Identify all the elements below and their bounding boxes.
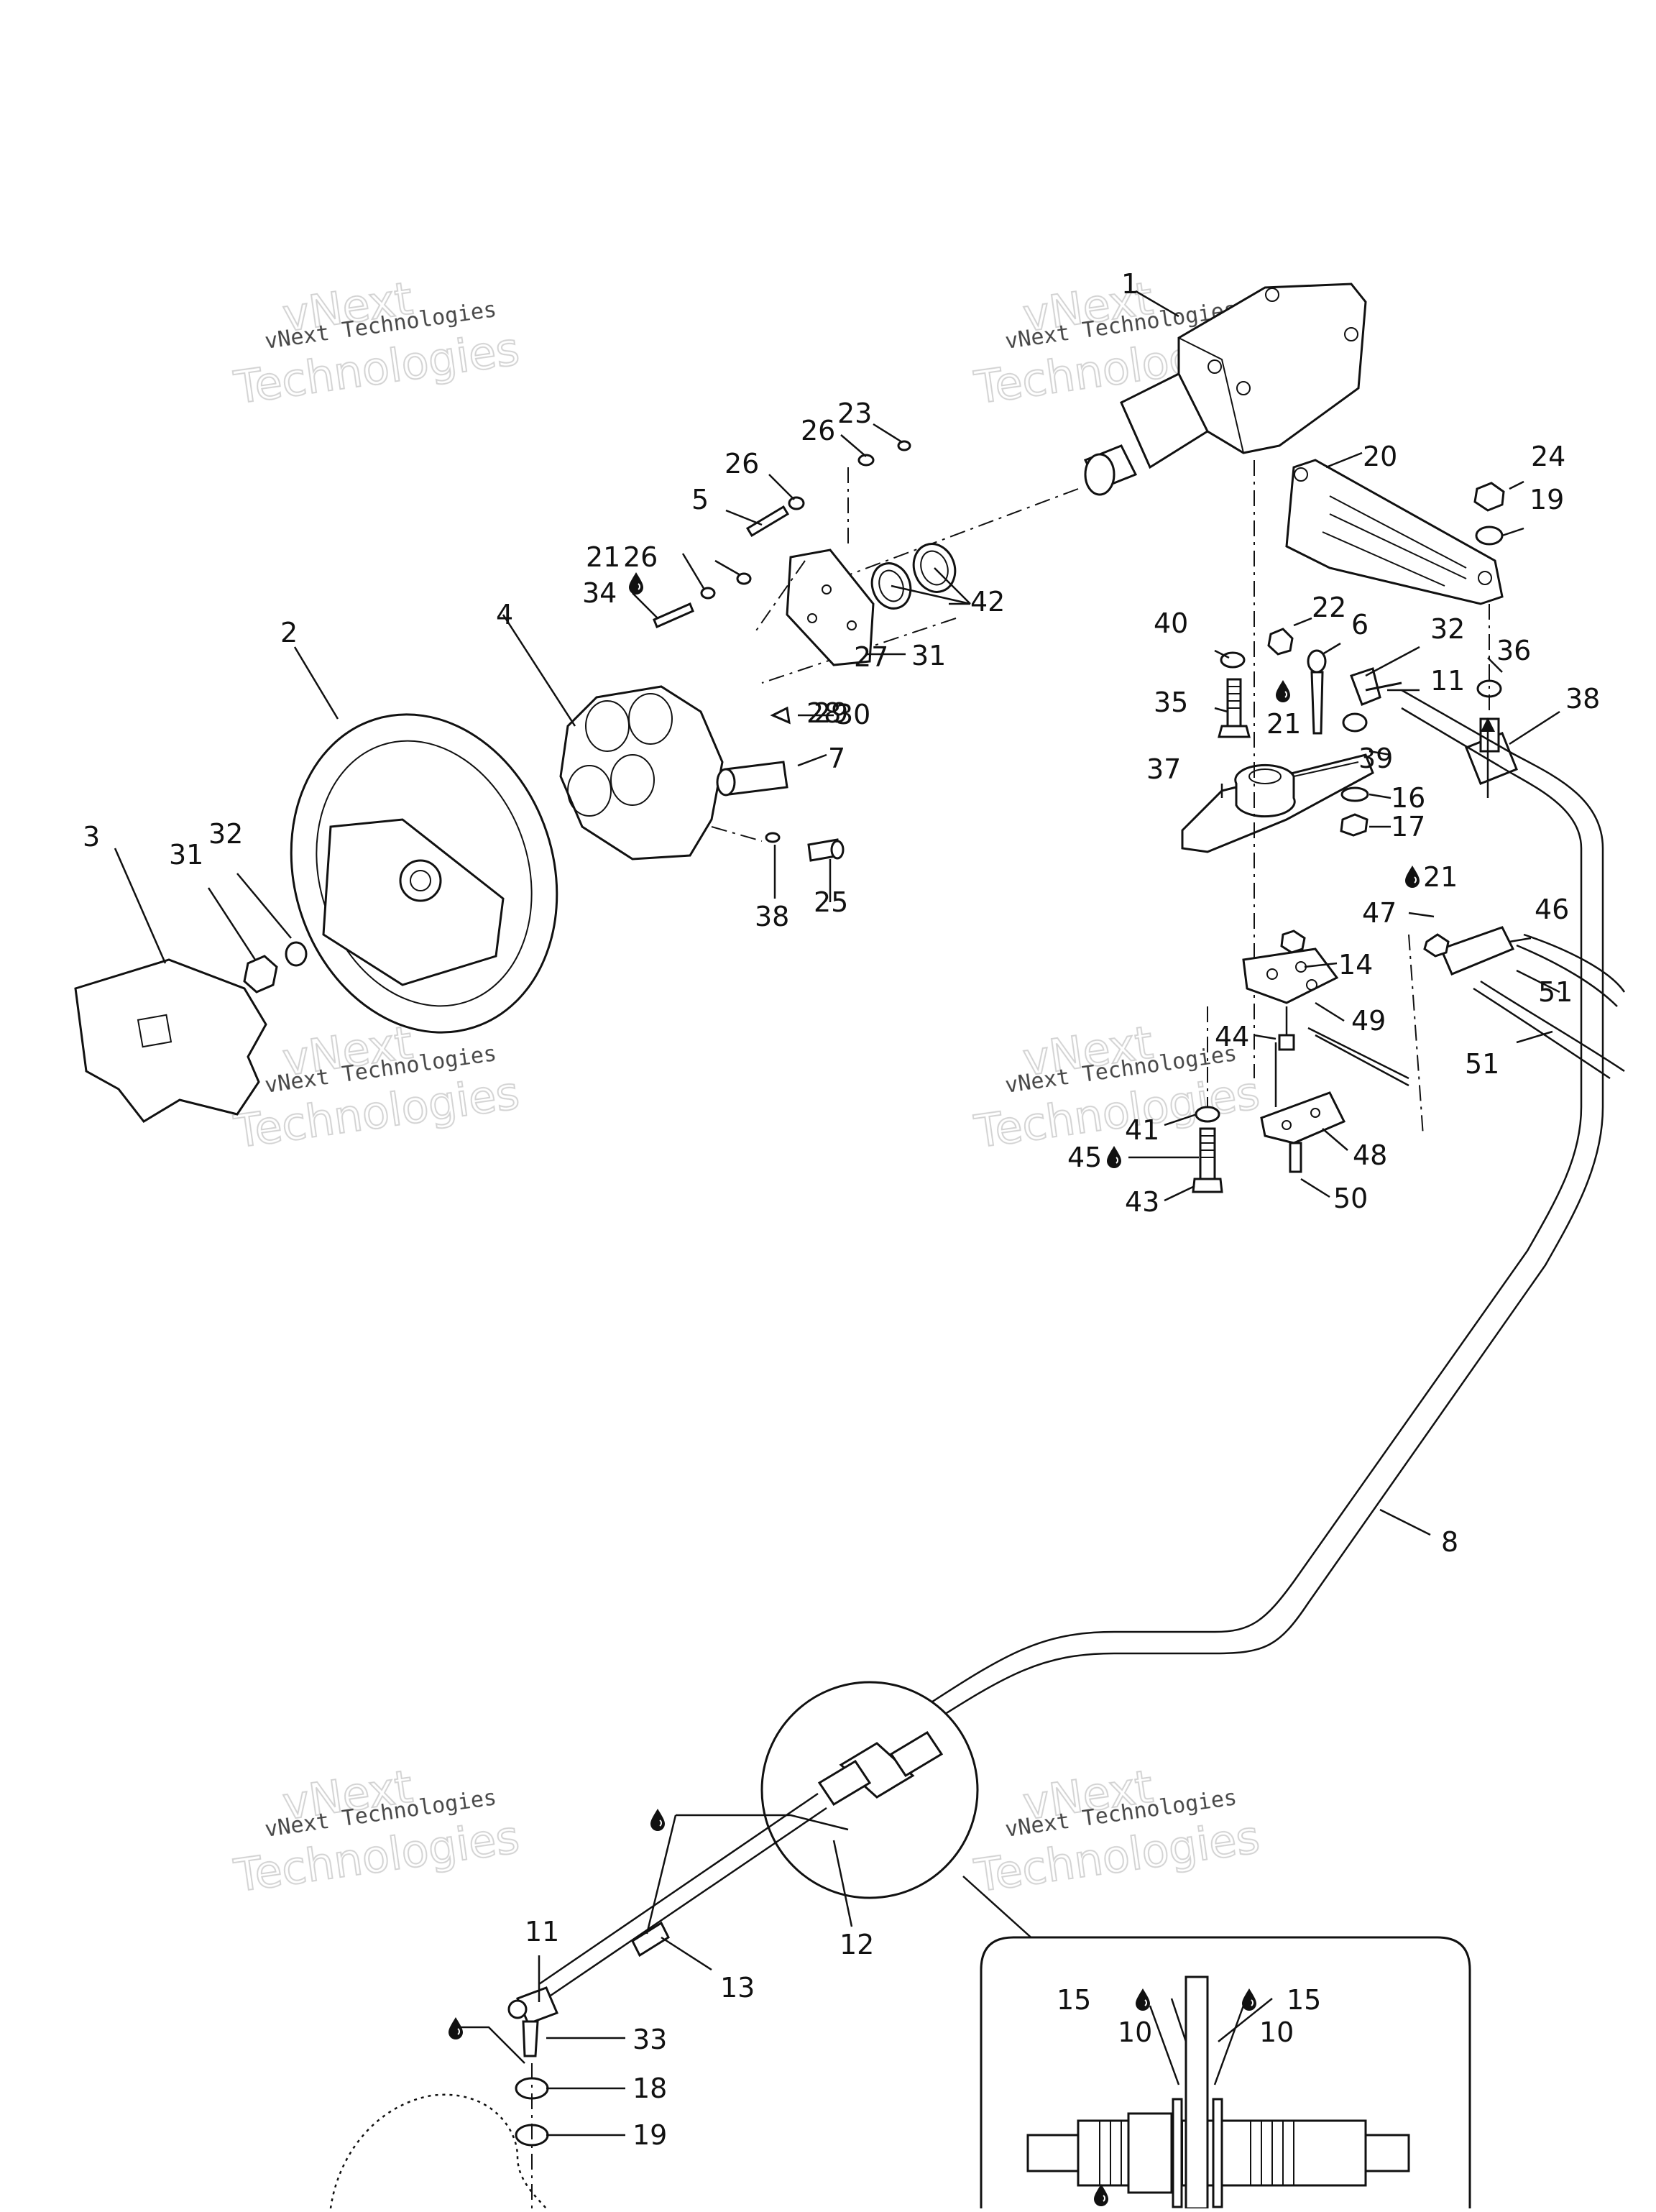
callout: 10 bbox=[1259, 2016, 1294, 2048]
cable-clamp-43 bbox=[1423, 926, 1515, 976]
callout: 11 bbox=[525, 1916, 559, 1947]
seal-rings bbox=[870, 543, 957, 610]
callout: 42 bbox=[970, 586, 1005, 618]
cable-bracket-46 bbox=[1242, 947, 1339, 1004]
callout: 31 bbox=[911, 640, 946, 671]
watermark: vNext vNext Technologies Technologies vN… bbox=[230, 271, 1264, 1903]
steering-housing bbox=[1083, 283, 1367, 496]
cable-end-lower bbox=[507, 1986, 558, 2147]
callout: 48 bbox=[1353, 1139, 1387, 1171]
callout: 10 bbox=[1118, 2016, 1152, 2048]
callout: 21 bbox=[586, 541, 620, 573]
callout: 51 bbox=[1538, 976, 1573, 1008]
pin bbox=[1310, 671, 1324, 735]
callout: 40 bbox=[1154, 607, 1188, 639]
callout: 49 bbox=[1351, 1005, 1386, 1037]
callout: 50 bbox=[1333, 1183, 1368, 1214]
cable-fitting bbox=[817, 1730, 944, 1807]
fasteners-left bbox=[716, 706, 845, 862]
callout: 27 bbox=[854, 641, 888, 673]
callout: 25 bbox=[814, 886, 848, 918]
callout: 33 bbox=[632, 2024, 667, 2055]
hub-cover bbox=[74, 958, 267, 1123]
screw-47 bbox=[1289, 1142, 1302, 1173]
callout: 21 bbox=[1266, 708, 1301, 740]
callout: 16 bbox=[1391, 782, 1425, 814]
clip-41 bbox=[1278, 1034, 1295, 1051]
callout: 11 bbox=[1430, 665, 1465, 697]
callout: 51 bbox=[1465, 1048, 1499, 1080]
callout-labels: 1 2 3 4 5 6 7 8 10 10 11 11 12 13 14 15 … bbox=[83, 268, 1600, 2151]
callout: 26 bbox=[623, 541, 658, 573]
callout: 5 bbox=[691, 484, 709, 515]
callout: 32 bbox=[208, 818, 243, 850]
callout: 15 bbox=[1057, 1984, 1091, 2016]
nut-14 bbox=[1280, 930, 1306, 954]
callout: 32 bbox=[1430, 613, 1465, 645]
leader-lines bbox=[114, 290, 1560, 2137]
callout: 19 bbox=[632, 2119, 667, 2151]
mounting-plate bbox=[786, 549, 875, 666]
instrument-console bbox=[559, 685, 724, 861]
callout: 26 bbox=[801, 415, 835, 446]
bracket-lower bbox=[1181, 753, 1374, 853]
washer-19 bbox=[1475, 526, 1504, 546]
callout: 15 bbox=[1287, 1984, 1321, 2016]
callout: 6 bbox=[1351, 609, 1368, 641]
sleeve-13 bbox=[631, 1921, 670, 1958]
bolt-32 bbox=[1218, 678, 1251, 738]
callout: 34 bbox=[582, 577, 617, 609]
callout: 31 bbox=[169, 839, 203, 871]
callout: 38 bbox=[755, 901, 789, 932]
nut-17 bbox=[1340, 813, 1368, 837]
callout: 19 bbox=[1530, 484, 1564, 515]
callout: 3 bbox=[83, 821, 100, 853]
callout: 17 bbox=[1391, 811, 1425, 843]
callout: 12 bbox=[840, 1929, 874, 1960]
callout: 13 bbox=[720, 1972, 755, 2004]
callout: 43 bbox=[1125, 1186, 1159, 1218]
callout: 46 bbox=[1535, 894, 1569, 925]
callout: 2 bbox=[280, 617, 298, 648]
callout: 47 bbox=[1362, 897, 1397, 929]
callout: 30 bbox=[836, 699, 870, 730]
callout: 7 bbox=[828, 743, 845, 774]
callout: 39 bbox=[1358, 743, 1393, 774]
callout: 28 bbox=[806, 697, 841, 729]
spacer-37 bbox=[1342, 712, 1368, 733]
hub-nut bbox=[243, 941, 308, 993]
callout: 8 bbox=[1441, 1526, 1458, 1558]
callout: 20 bbox=[1363, 441, 1397, 472]
callout: 4 bbox=[496, 599, 513, 630]
steering-wheel bbox=[290, 713, 558, 1034]
nut-22 bbox=[1267, 628, 1294, 656]
callout: 14 bbox=[1338, 949, 1373, 981]
callout: 18 bbox=[632, 2073, 667, 2104]
callout: 45 bbox=[1067, 1142, 1102, 1173]
callout: 36 bbox=[1496, 635, 1531, 666]
callout: 24 bbox=[1531, 441, 1565, 472]
cable-bracket-45 bbox=[1260, 1091, 1346, 1144]
callout: 37 bbox=[1146, 753, 1181, 785]
washer-16 bbox=[1340, 786, 1369, 802]
callout: 22 bbox=[1312, 592, 1346, 623]
callout: 44 bbox=[1215, 1021, 1249, 1052]
callout: 29 bbox=[814, 697, 848, 729]
callout: 1 bbox=[1121, 268, 1138, 300]
nut-24 bbox=[1473, 482, 1505, 512]
callout: 41 bbox=[1125, 1114, 1159, 1146]
steering-cable bbox=[912, 689, 1604, 1740]
callout: 35 bbox=[1154, 687, 1188, 718]
small-hardware bbox=[653, 440, 911, 628]
callout: 23 bbox=[837, 398, 872, 429]
callout: 26 bbox=[724, 448, 759, 479]
callout: 21 bbox=[1423, 861, 1458, 893]
detail-inset bbox=[962, 1876, 1471, 2210]
callout: 38 bbox=[1565, 683, 1600, 715]
bracket-upper bbox=[1285, 459, 1504, 605]
